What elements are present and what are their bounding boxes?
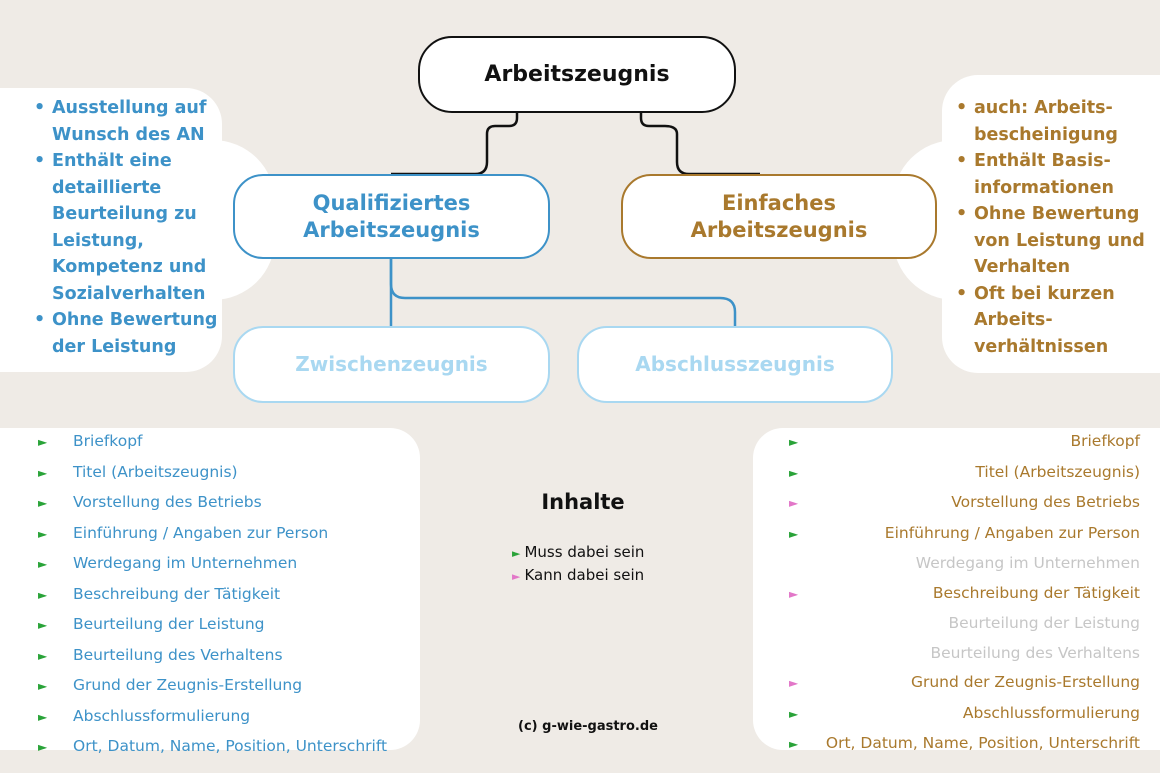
qualified-content-item: ► Briefkopf: [38, 427, 418, 458]
qualified-node-label: Qualifiziertes Arbeitszeugnis: [303, 191, 480, 242]
simple-node-label: Einfaches Arbeitszeugnis: [690, 191, 868, 242]
simple-note: auch: Arbeits-bescheinigung: [952, 95, 1152, 148]
qualified-content-item: ► Werdegang im Unternehmen: [38, 549, 418, 580]
can-marker-icon: ►: [789, 586, 799, 601]
qualified-content-item: ► Vorstellung des Betriebs: [38, 488, 418, 519]
simple-content-item: ► Vorstellung des Betriebs: [789, 488, 1140, 519]
qualified-note: Ohne Bewertung der Leistung: [30, 307, 230, 360]
simple-note: Oft bei kurzen Arbeits-verhältnissen: [952, 281, 1152, 361]
must-marker-icon: ►: [38, 648, 48, 663]
can-marker-icon: ►: [789, 496, 799, 510]
qualified-note: Ausstellung auf Wunsch des AN: [30, 95, 230, 148]
qualified-content-label: Beschreibung der Tätigkeit: [73, 584, 281, 603]
qualified-content-label: Abschlussformulierung: [73, 706, 251, 725]
must-marker-icon: ►: [38, 709, 48, 724]
qualified-content-item: ► Beschreibung der Tätigkeit: [38, 580, 418, 611]
qualified-content-item: ► Beurteilung der Leistung: [38, 610, 418, 641]
simple-content-label: Beurteilung des Verhaltens: [930, 643, 1140, 662]
qualified-content-label: Werdegang im Unternehmen: [73, 554, 298, 572]
simple-content-item: Beurteilung der Leistung: [789, 609, 1140, 639]
legend-must: ►Muss dabei sein: [512, 543, 712, 561]
simple-contents-list: ► Briefkopf ► Titel (Arbeitszeugnis) ► Vorste…: [789, 427, 1140, 760]
must-marker-icon: ►: [38, 496, 48, 510]
must-marker-icon: ►: [38, 587, 48, 602]
qualified-content-item: ► Abschlussformulierung: [38, 702, 418, 733]
simple-content-label: Werdegang im Unternehmen: [915, 554, 1140, 572]
must-marker-icon: ►: [38, 465, 48, 480]
qualified-notes-list: Ausstellung auf Wunsch des AN Enthält ei…: [30, 95, 230, 360]
final-node: Abschlusszeugnis: [577, 326, 893, 403]
simple-content-item: ► Grund der Zeugnis-Erstellung: [789, 668, 1140, 699]
qualified-content-label: Beurteilung der Leistung: [73, 615, 265, 633]
must-marker-icon: ►: [38, 435, 48, 449]
must-marker-icon: ►: [789, 465, 799, 480]
legend-can-label: Kann dabei sein: [524, 566, 645, 584]
must-marker-icon: ►: [38, 679, 48, 693]
simple-content-item: ► Briefkopf: [789, 427, 1140, 458]
simple-note: Ohne Bewertung von Leistung und Verhalte…: [952, 201, 1152, 281]
simple-content-item: ► Ort, Datum, Name, Position, Unterschrif…: [789, 729, 1140, 760]
connector-root-qualified: [391, 113, 519, 176]
simple-content-item: Werdegang im Unternehmen: [789, 549, 1140, 579]
qualified-note: Enthält eine detaillierte Beurteilung zu…: [30, 148, 230, 307]
simple-content-item: ► Titel (Arbeitszeugnis): [789, 458, 1140, 489]
qualified-content-item: ► Beurteilung des Verhaltens: [38, 641, 418, 672]
simple-contents-panel: [753, 428, 1160, 750]
must-marker-icon: ►: [789, 706, 799, 721]
qualified-content-label: Titel (Arbeitszeugnis): [73, 462, 238, 481]
qualified-content-item: ► Ort, Datum, Name, Position, Unterschrif…: [38, 732, 418, 763]
final-node-label: Abschlusszeugnis: [635, 352, 835, 376]
simple-content-item: ► Abschlussformulierung: [789, 699, 1140, 730]
simple-content-label: Abschlussformulierung: [962, 703, 1140, 722]
must-marker-icon: ►: [38, 557, 48, 571]
connector-qualified-final: [389, 259, 737, 326]
can-marker-icon: ►: [789, 676, 799, 690]
copyright-text: (c) g-wie-gastro.de: [518, 719, 658, 734]
qualified-node: Qualifiziertes Arbeitszeugnis: [233, 174, 550, 259]
simple-content-label: Grund der Zeugnis-Erstellung: [910, 673, 1140, 691]
simple-content-label: Beurteilung der Leistung: [948, 614, 1140, 632]
simple-content-label: Titel (Arbeitszeugnis): [975, 462, 1140, 481]
simple-note: Enthält Basis-informationen: [952, 148, 1152, 201]
simple-content-label: Vorstellung des Betriebs: [951, 493, 1140, 511]
interim-node-label: Zwischenzeugnis: [295, 352, 488, 376]
connector-root-simple: [639, 113, 760, 176]
qualified-content-item: ► Einführung / Angaben zur Person: [38, 519, 418, 550]
qualified-content-item: ► Titel (Arbeitszeugnis): [38, 458, 418, 489]
qualified-content-label: Ort, Datum, Name, Position, Unterschrift: [73, 737, 388, 755]
qualified-content-label: Beurteilung des Verhaltens: [73, 645, 283, 664]
qualified-content-label: Einführung / Angaben zur Person: [73, 523, 329, 542]
interim-node: Zwischenzeugnis: [233, 326, 550, 403]
simple-content-item: Beurteilung des Verhaltens: [789, 639, 1140, 669]
simple-content-label: Ort, Datum, Name, Position, Unterschrift: [825, 734, 1140, 752]
qualified-content-label: Grund der Zeugnis-Erstellung: [73, 676, 303, 694]
simple-content-item: ► Einführung / Angaben zur Person: [789, 519, 1140, 550]
must-marker-icon: ►: [789, 737, 799, 751]
simple-content-label: Beschreibung der Tätigkeit: [932, 583, 1140, 602]
root-node: Arbeitszeugnis: [418, 36, 736, 113]
can-marker-icon: ►: [512, 570, 521, 583]
must-marker-icon: ►: [789, 526, 799, 541]
qualified-content-label: Vorstellung des Betriebs: [73, 493, 262, 511]
must-marker-icon: ►: [38, 526, 48, 541]
root-node-label: Arbeitszeugnis: [484, 61, 670, 87]
simple-node: Einfaches Arbeitszeugnis: [621, 174, 937, 259]
legend-must-label: Muss dabei sein: [524, 543, 645, 561]
must-marker-icon: ►: [38, 618, 48, 632]
legend-can: ►Kann dabei sein: [512, 566, 712, 584]
qualified-contents-list: ► Briefkopf ► Titel (Arbeitszeugnis) ► Vorste…: [38, 427, 418, 763]
must-marker-icon: ►: [789, 435, 799, 449]
qualified-contents-panel: [0, 428, 420, 750]
must-marker-icon: ►: [38, 740, 48, 754]
simple-content-item: ► Beschreibung der Tätigkeit: [789, 579, 1140, 610]
must-marker-icon: ►: [512, 547, 521, 560]
simple-content-label: Briefkopf: [1070, 432, 1140, 450]
simple-notes-list: auch: Arbeits-bescheinigung Enthält Basi…: [952, 95, 1152, 360]
qualified-content-label: Briefkopf: [73, 432, 143, 450]
qualified-content-item: ► Grund der Zeugnis-Erstellung: [38, 671, 418, 702]
legend-title: Inhalte: [541, 490, 625, 514]
simple-content-label: Einführung / Angaben zur Person: [884, 523, 1140, 542]
